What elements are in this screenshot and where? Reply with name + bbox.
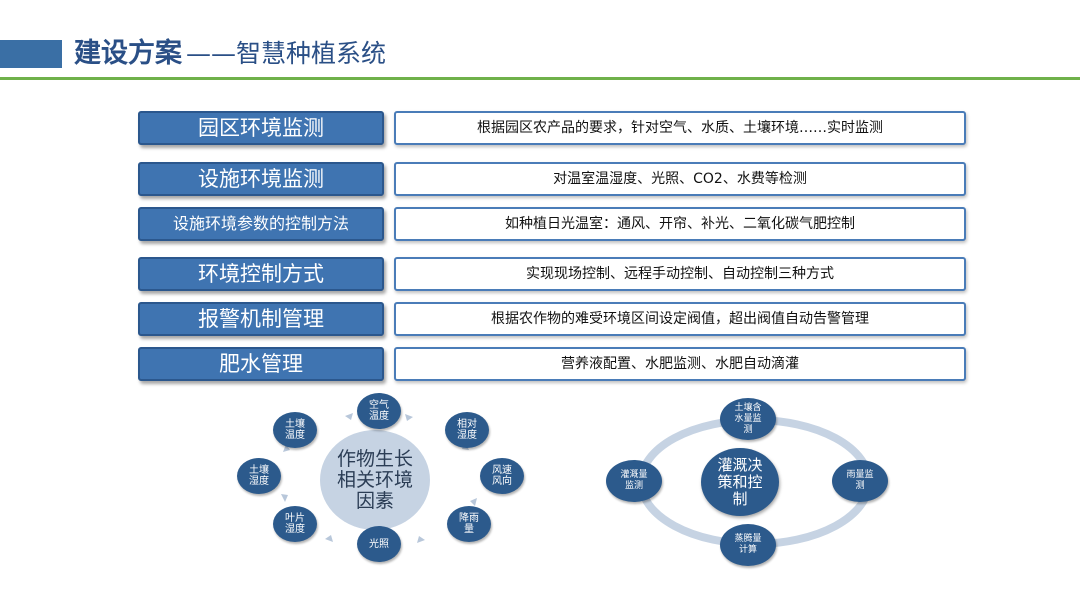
feature-description: 根据园区农产品的要求，针对空气、水质、土壤环境……实时监测 (394, 111, 966, 145)
page-title: 建设方案——智慧种植系统 (74, 36, 386, 72)
feature-row-control-mode: 环境控制方式 实现现场控制、远程手动控制、自动控制三种方式 (138, 257, 968, 293)
factor-node-wind: 风速 风向 (480, 458, 524, 494)
irrigation-node-soil-moisture: 土壤含 水量监 测 (720, 398, 776, 440)
feature-label: 环境控制方式 (138, 257, 384, 291)
factor-node-air-temperature: 空气 温度 (357, 393, 401, 429)
header-accent-bar (0, 40, 62, 68)
feature-label: 肥水管理 (138, 347, 384, 381)
feature-description: 实现现场控制、远程手动控制、自动控制三种方式 (394, 257, 966, 291)
irrigation-center: 灌溉决 策和控 制 (701, 448, 779, 516)
factor-node-soil-humidity: 土壤 湿度 (237, 458, 281, 494)
feature-row-fertigation: 肥水管理 营养液配置、水肥监测、水肥自动滴灌 (138, 347, 968, 383)
feature-row-control-method: 设施环境参数的控制方法 如种植日光温室：通风、开帘、补光、二氧化碳气肥控制 (138, 207, 968, 243)
page-title-main: 建设方案 (74, 38, 182, 69)
irrigation-node-evapotranspiration: 蒸腾量 计算 (720, 524, 776, 566)
factor-node-leaf-wetness: 叶片 湿度 (273, 506, 317, 542)
irrigation-node-water-volume: 灌溉量 监测 (606, 460, 662, 502)
feature-label: 设施环境参数的控制方法 (138, 207, 384, 241)
feature-label: 设施环境监测 (138, 162, 384, 196)
feature-label: 报警机制管理 (138, 302, 384, 336)
factor-node-rainfall: 降雨 量 (447, 506, 491, 542)
feature-description: 对温室温湿度、光照、CO2、水费等检测 (394, 162, 966, 196)
factor-node-sunlight: 光照 (357, 526, 401, 562)
factor-node-relative-humidity: 相对 湿度 (445, 412, 489, 448)
feature-row-facility-monitoring: 设施环境监测 对温室温湿度、光照、CO2、水费等检测 (138, 162, 968, 198)
factor-node-soil-temperature: 土壤 温度 (273, 412, 317, 448)
irrigation-diagram: 灌溉决 策和控 制 土壤含 水量监 测 雨量监 测 蒸腾量 计算 灌溉量 监测 (600, 396, 910, 568)
feature-description: 如种植日光温室：通风、开帘、补光、二氧化碳气肥控制 (394, 207, 966, 241)
header-divider (0, 77, 1080, 80)
feature-label: 园区环境监测 (138, 111, 384, 145)
feature-row-park-monitoring: 园区环境监测 根据园区农产品的要求，针对空气、水质、土壤环境……实时监测 (138, 111, 968, 147)
growth-factors-diagram: 作物生长 相关环境 因素 空气 温度 相对 湿度 风速 风向 降雨 量 光照 叶… (225, 390, 525, 570)
irrigation-node-rainfall: 雨量监 测 (832, 460, 888, 502)
growth-factors-center: 作物生长 相关环境 因素 (320, 430, 430, 530)
feature-description: 营养液配置、水肥监测、水肥自动滴灌 (394, 347, 966, 381)
page-title-sub: ——智慧种植系统 (186, 39, 387, 68)
feature-row-alarm-management: 报警机制管理 根据农作物的难受环境区间设定阀值，超出阀值自动告警管理 (138, 302, 968, 338)
feature-description: 根据农作物的难受环境区间设定阀值，超出阀值自动告警管理 (394, 302, 966, 336)
